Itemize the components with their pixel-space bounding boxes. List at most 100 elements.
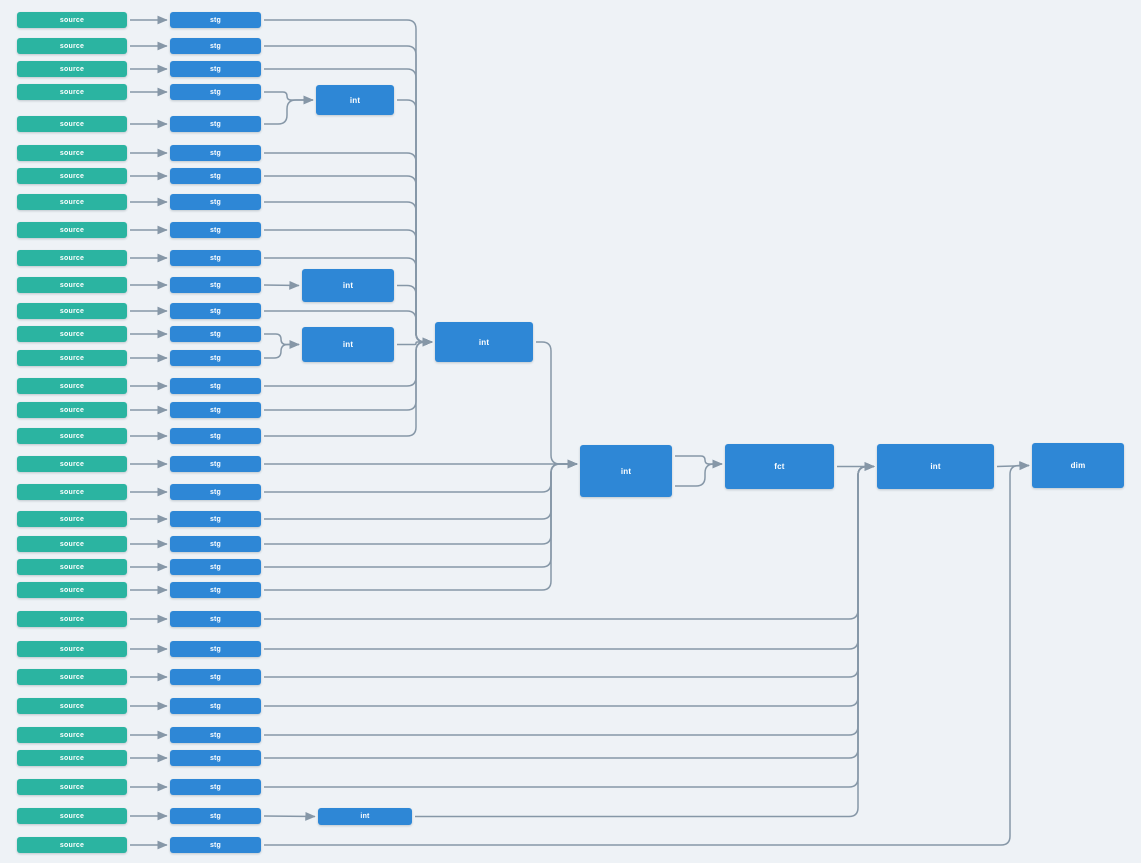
edge [264, 333, 300, 349]
stg-node[interactable]: stg [170, 559, 261, 575]
source-node[interactable]: source [17, 511, 127, 527]
source-node-label: source [59, 149, 85, 157]
stg-node[interactable]: stg [170, 402, 261, 418]
stg-node[interactable]: stg [170, 145, 261, 161]
stg-node[interactable]: stg [170, 511, 261, 527]
source-node[interactable]: source [17, 536, 127, 552]
source-node[interactable]: source [17, 750, 127, 766]
stg-node-label: stg [209, 330, 222, 338]
stg-node[interactable]: stg [170, 536, 261, 552]
stg-node[interactable]: stg [170, 641, 261, 657]
source-node[interactable]: source [17, 194, 127, 210]
stg-node[interactable]: stg [170, 456, 261, 472]
stg-node[interactable]: stg [170, 698, 261, 714]
stg-node[interactable]: stg [170, 12, 261, 28]
edge [264, 152, 433, 347]
source-node[interactable]: source [17, 428, 127, 444]
stg-node[interactable]: stg [170, 611, 261, 627]
stg-node[interactable]: stg [170, 350, 261, 366]
source-node-label: source [59, 354, 85, 362]
source-node[interactable]: source [17, 61, 127, 77]
stg-node[interactable]: stg [170, 84, 261, 100]
source-node-label: source [59, 42, 85, 50]
int-node[interactable]: int [435, 322, 533, 362]
dim-node[interactable]: dim [1032, 443, 1124, 488]
stg-node-label: stg [209, 488, 222, 496]
source-node[interactable]: source [17, 837, 127, 853]
stg-node[interactable]: stg [170, 303, 261, 319]
source-node[interactable]: source [17, 669, 127, 685]
int-node-label: int [930, 462, 941, 471]
int-node[interactable]: int [318, 808, 412, 825]
stg-node[interactable]: stg [170, 837, 261, 853]
source-node[interactable]: source [17, 222, 127, 238]
source-node[interactable]: source [17, 611, 127, 627]
stg-node-label: stg [209, 731, 222, 739]
source-node-label: source [59, 460, 85, 468]
stg-node[interactable]: stg [170, 61, 261, 77]
source-node[interactable]: source [17, 641, 127, 657]
source-node[interactable]: source [17, 38, 127, 54]
int-node[interactable]: int [877, 444, 994, 489]
int-node[interactable]: int [302, 269, 394, 302]
edge [264, 459, 578, 545]
stg-node-label: stg [209, 563, 222, 571]
source-node[interactable]: source [17, 116, 127, 132]
source-node[interactable]: source [17, 456, 127, 472]
source-node[interactable]: source [17, 326, 127, 342]
stg-node[interactable]: stg [170, 378, 261, 394]
source-node[interactable]: source [17, 378, 127, 394]
stg-node[interactable]: stg [170, 484, 261, 500]
stg-node[interactable]: stg [170, 750, 261, 766]
fct-node-label: fct [774, 462, 785, 471]
edge [263, 811, 316, 821]
source-node[interactable]: source [17, 402, 127, 418]
source-node[interactable]: source [17, 250, 127, 266]
int-node[interactable]: int [580, 445, 672, 497]
stg-node[interactable]: stg [170, 779, 261, 795]
stg-node[interactable]: stg [170, 727, 261, 743]
edge [264, 462, 875, 678]
source-node[interactable]: source [17, 145, 127, 161]
int-node-label: int [342, 281, 354, 290]
source-node[interactable]: source [17, 277, 127, 293]
stg-node-label: stg [209, 432, 222, 440]
source-node[interactable]: source [17, 168, 127, 184]
stg-node-label: stg [209, 754, 222, 762]
stg-node[interactable]: stg [170, 116, 261, 132]
int-node-label: int [360, 813, 370, 820]
source-node-label: source [59, 488, 85, 496]
source-node[interactable]: source [17, 559, 127, 575]
source-node[interactable]: source [17, 303, 127, 319]
stg-node[interactable]: stg [170, 194, 261, 210]
stg-node[interactable]: stg [170, 168, 261, 184]
stg-node[interactable]: stg [170, 808, 261, 824]
edge [264, 462, 875, 788]
source-node[interactable]: source [17, 12, 127, 28]
stg-node[interactable]: stg [170, 669, 261, 685]
stg-node[interactable]: stg [170, 38, 261, 54]
source-node[interactable]: source [17, 484, 127, 500]
source-node[interactable]: source [17, 698, 127, 714]
stg-node[interactable]: stg [170, 250, 261, 266]
fct-node[interactable]: fct [725, 444, 834, 489]
stg-node[interactable]: stg [170, 277, 261, 293]
edge [415, 462, 875, 818]
int-node[interactable]: int [302, 327, 394, 362]
source-node[interactable]: source [17, 84, 127, 100]
source-node[interactable]: source [17, 727, 127, 743]
source-node[interactable]: source [17, 808, 127, 824]
edge [264, 91, 314, 105]
stg-node[interactable]: stg [170, 582, 261, 598]
source-node-label: source [59, 615, 85, 623]
source-node[interactable]: source [17, 779, 127, 795]
source-node[interactable]: source [17, 582, 127, 598]
stg-node[interactable]: stg [170, 428, 261, 444]
stg-node-label: stg [209, 702, 222, 710]
source-node[interactable]: source [17, 350, 127, 366]
stg-node-label: stg [209, 226, 222, 234]
stg-node-label: stg [209, 673, 222, 681]
int-node[interactable]: int [316, 85, 394, 115]
stg-node[interactable]: stg [170, 222, 261, 238]
stg-node[interactable]: stg [170, 326, 261, 342]
